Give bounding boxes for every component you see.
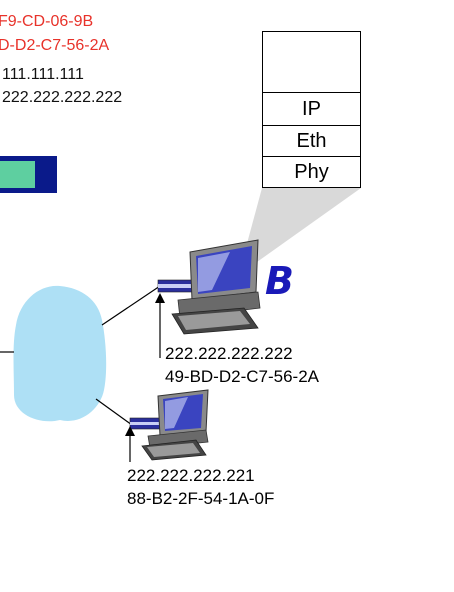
host-b-label: B xyxy=(265,259,294,303)
host-c-ip: 222.222.222.221 xyxy=(127,466,255,485)
top-left-mac-1: F9-CD-06-9B xyxy=(0,13,94,30)
host-b-mac: 49-BD-D2-C7-56-2A xyxy=(165,367,319,386)
link-to-host-c xyxy=(95,398,133,426)
stack-layer-ip: IP xyxy=(263,92,360,125)
host-b-computer xyxy=(157,239,261,335)
frame-bar-fill xyxy=(0,161,35,188)
host-c-computer xyxy=(129,389,209,461)
top-left-ip-2: 222.222.222.222 xyxy=(2,89,123,106)
link-to-host-b xyxy=(101,285,161,326)
stack-layer-eth: Eth xyxy=(263,125,360,156)
host-c-mac: 88-B2-2F-54-1A-0F xyxy=(127,489,275,508)
stack-layer-phy: Phy xyxy=(263,156,360,188)
top-left-mac-2: D-D2-C7-56-2A xyxy=(0,37,110,54)
network-cloud xyxy=(13,285,107,422)
callout-shadow xyxy=(242,188,361,262)
top-left-ip-1: 111.111.111 xyxy=(2,66,84,83)
protocol-stack: IP Eth Phy xyxy=(262,31,361,188)
host-b-ip: 222.222.222.222 xyxy=(165,344,293,363)
